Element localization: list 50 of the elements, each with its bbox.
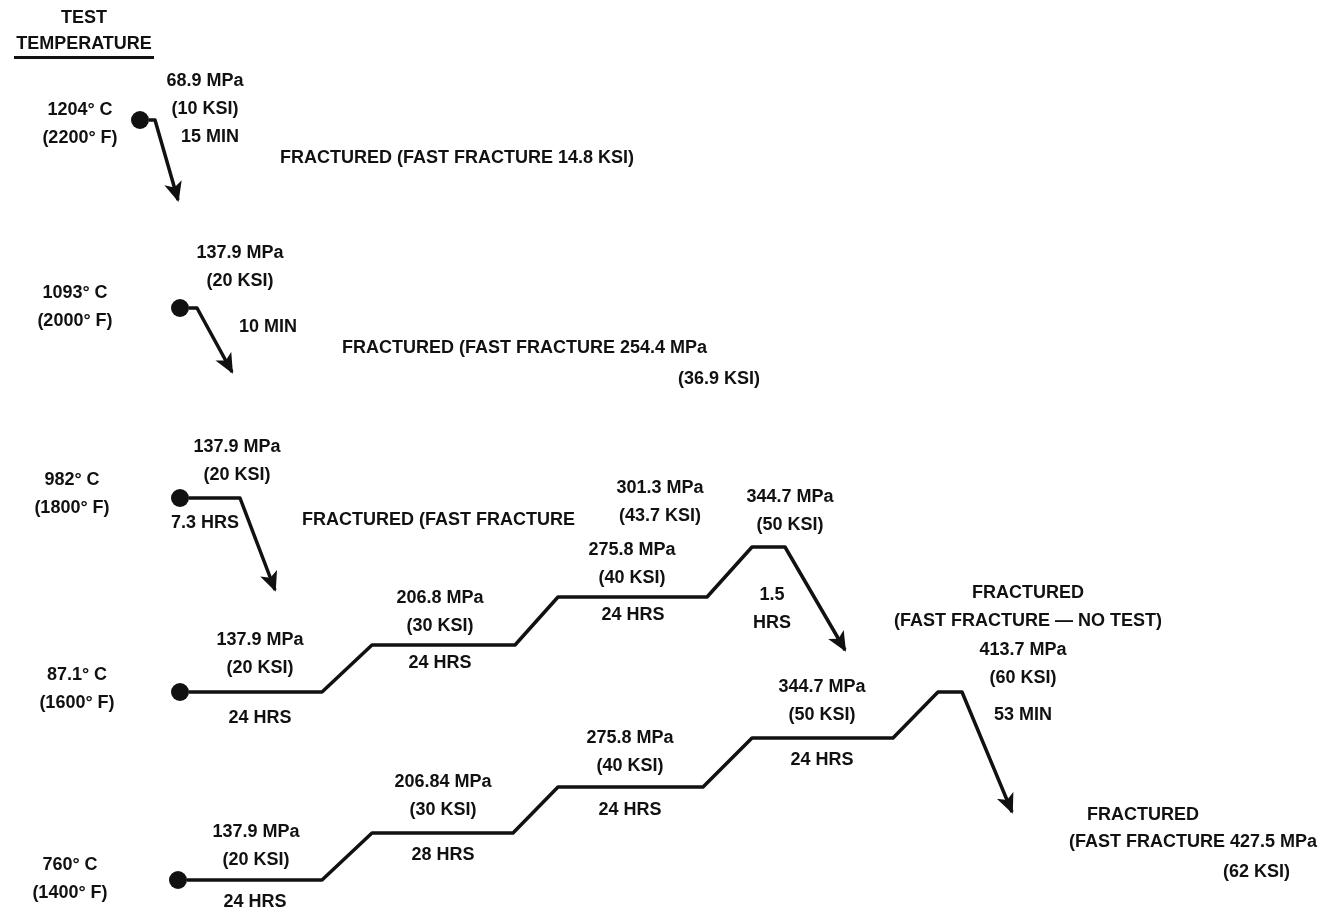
annotation-text: 137.9 MPa (20 KSI): [192, 435, 282, 486]
start-dot: [171, 299, 189, 317]
start-dot: [171, 683, 189, 701]
annotation-text: FRACTURED (FAST FRACTURE: [302, 508, 575, 531]
annotation-text: 53 MIN: [994, 703, 1052, 726]
annotation-text: 28 HRS: [411, 843, 475, 866]
start-dot: [171, 489, 189, 507]
annotation-text: 344.7 MPa (50 KSI): [777, 675, 867, 726]
annotation-text: 760° C (1400° F): [31, 853, 109, 904]
annotation-text: 24 HRS: [223, 890, 287, 913]
annotation-text: 301.3 MPa (43.7 KSI): [615, 476, 705, 527]
annotation-text: 68.9 MPa (10 KSI): [165, 69, 245, 120]
annotation-text: 344.7 MPa (50 KSI): [745, 485, 835, 536]
annotation-text: 137.9 MPa (20 KSI): [211, 820, 301, 871]
annotation-text: 24 HRS: [228, 706, 292, 729]
annotation-text: 413.7 MPa (60 KSI): [978, 638, 1068, 689]
annotation-text: 982° C (1800° F): [33, 468, 111, 519]
annotation-text: 137.9 MPa (20 KSI): [195, 241, 285, 292]
annotation-text: 275.8 MPa (40 KSI): [587, 538, 677, 589]
annotation-text: 24 HRS: [601, 603, 665, 626]
annotation-text: FRACTURED: [1087, 803, 1199, 826]
annotation-text: 10 MIN: [239, 315, 297, 338]
annotation-text: (36.9 KSI): [677, 367, 760, 390]
annotation-text: 1204° C (2200° F): [41, 98, 119, 149]
annotation-text: 275.8 MPa (40 KSI): [585, 726, 675, 777]
annotation-text: FRACTURED (FAST FRACTURE 14.8 KSI): [280, 146, 634, 169]
load-path-arrow: [187, 690, 1014, 882]
load-path-arrow: [189, 496, 277, 592]
annotation-text: FRACTURED: [972, 581, 1084, 604]
annotation-text: 137.9 MPa (20 KSI): [215, 628, 305, 679]
annotation-text: 24 HRS: [408, 651, 472, 674]
annotation-text: 206.84 MPa (30 KSI): [393, 770, 493, 821]
load-path-arrow: [189, 306, 234, 374]
start-dot: [169, 871, 187, 889]
annotation-text: (62 KSI): [1222, 860, 1290, 883]
annotation-text: 87.1° C (1600° F): [38, 663, 116, 714]
annotation-text: 1093° C (2000° F): [36, 281, 114, 332]
column-heading: TEST TEMPERATURE: [14, 4, 154, 59]
annotation-text: 15 MIN: [181, 125, 239, 148]
start-dot: [131, 111, 149, 129]
annotation-text: (FAST FRACTURE — NO TEST): [894, 609, 1162, 632]
annotation-text: 206.8 MPa (30 KSI): [395, 586, 485, 637]
annotation-text: 1.5 HRS: [752, 583, 792, 634]
annotation-text: 24 HRS: [790, 748, 854, 771]
annotation-text: (FAST FRACTURE 427.5 MPa: [1068, 830, 1317, 853]
load-path-arrow: [189, 545, 847, 694]
annotation-text: 7.3 HRS: [171, 511, 239, 534]
load-path-arrow: [149, 118, 182, 202]
annotation-text: FRACTURED (FAST FRACTURE 254.4 MPa: [342, 336, 708, 359]
annotation-text: 24 HRS: [598, 798, 662, 821]
